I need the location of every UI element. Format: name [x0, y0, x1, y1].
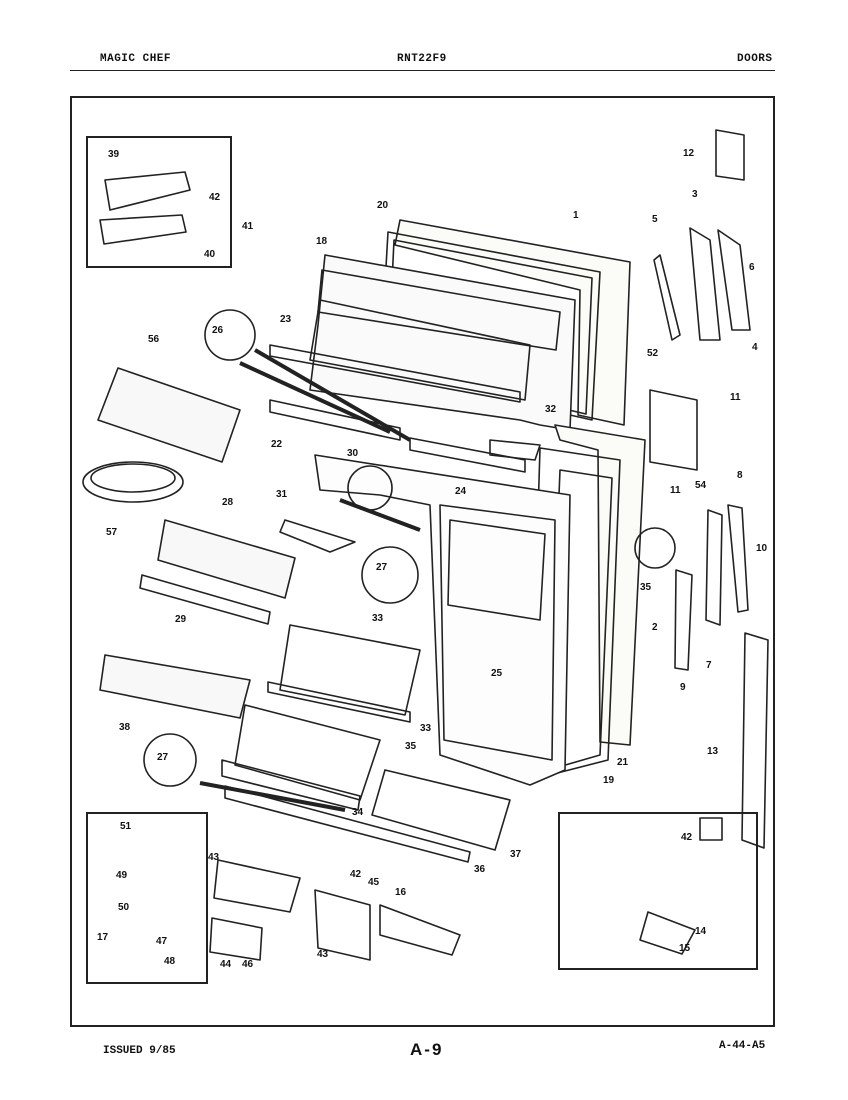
part-callout: 50: [118, 902, 130, 913]
part-callout: 33: [372, 613, 384, 624]
part-callout: 38: [119, 722, 131, 733]
issued-date: ISSUED 9/85: [103, 1045, 176, 1057]
part-callout: 48: [164, 956, 176, 967]
part-callout: 8: [737, 470, 743, 481]
part-callout: 5: [652, 214, 658, 225]
part-callout: 32: [545, 404, 557, 415]
part-callout: 45: [368, 877, 380, 888]
part-callout: 11: [730, 392, 741, 403]
part-callout: 2: [652, 622, 658, 633]
part-callout: 1: [573, 210, 579, 221]
part-callout: 35: [640, 582, 652, 593]
page-number: A-9: [410, 1040, 444, 1059]
header-rule: [70, 70, 775, 71]
diagram-frame: [70, 96, 775, 1027]
part-callout: 12: [683, 148, 695, 159]
part-callout: 41: [242, 221, 254, 232]
part-callout: 14: [695, 926, 707, 937]
part-callout: 51: [120, 821, 132, 832]
part-callout: 52: [647, 348, 659, 359]
part-callout: 29: [175, 614, 187, 625]
part-callout: 46: [242, 959, 254, 970]
part-callout: 3: [692, 189, 698, 200]
part-callout: 26: [212, 325, 224, 336]
part-callout: 25: [491, 668, 503, 679]
part-callout: 22: [271, 439, 283, 450]
part-callout: 19: [603, 775, 615, 786]
part-callout: 11: [670, 485, 681, 496]
part-callout: 42: [350, 869, 362, 880]
part-callout: 37: [510, 849, 522, 860]
part-callout: 47: [156, 936, 168, 947]
model-label: RNT22F9: [397, 53, 447, 65]
part-callout: 39: [108, 149, 120, 160]
part-callout: 23: [280, 314, 292, 325]
hinge-inset-bottom-right: [558, 812, 758, 970]
part-callout: 33: [420, 723, 432, 734]
part-callout: 13: [707, 746, 719, 757]
part-callout: 43: [317, 949, 329, 960]
drawing-code: A-44-A5: [719, 1040, 766, 1052]
part-callout: 57: [106, 527, 118, 538]
part-callout: 28: [222, 497, 234, 508]
part-callout: 49: [116, 870, 128, 881]
part-callout: 16: [395, 887, 407, 898]
part-callout: 36: [474, 864, 486, 875]
part-callout: 40: [204, 249, 216, 260]
brand-label: MAGIC CHEF: [100, 53, 172, 65]
part-callout: 54: [695, 480, 707, 491]
part-callout: 31: [276, 489, 288, 500]
part-callout: 18: [316, 236, 328, 247]
part-callout: 24: [455, 486, 467, 497]
part-callout: 56: [148, 334, 160, 345]
part-callout: 44: [220, 959, 232, 970]
hinge-inset-top: [86, 136, 232, 268]
part-callout: 42: [681, 832, 693, 843]
part-callout: 34: [352, 807, 364, 818]
part-callout: 43: [208, 852, 220, 863]
section-label: DOORS: [737, 53, 773, 65]
part-callout: 30: [347, 448, 359, 459]
part-callout: 21: [617, 757, 629, 768]
part-callout: 42: [209, 192, 221, 203]
part-callout: 6: [749, 262, 755, 273]
part-callout: 4: [752, 342, 758, 353]
part-callout: 15: [679, 943, 691, 954]
part-callout: 35: [405, 741, 417, 752]
hinge-inset-bottom-left: [86, 812, 208, 984]
part-callout: 27: [376, 562, 388, 573]
part-callout: 20: [377, 200, 389, 211]
part-callout: 7: [706, 660, 712, 671]
part-callout: 9: [680, 682, 686, 693]
part-callout: 27: [157, 752, 169, 763]
part-callout: 17: [97, 932, 109, 943]
part-callout: 10: [756, 543, 768, 554]
